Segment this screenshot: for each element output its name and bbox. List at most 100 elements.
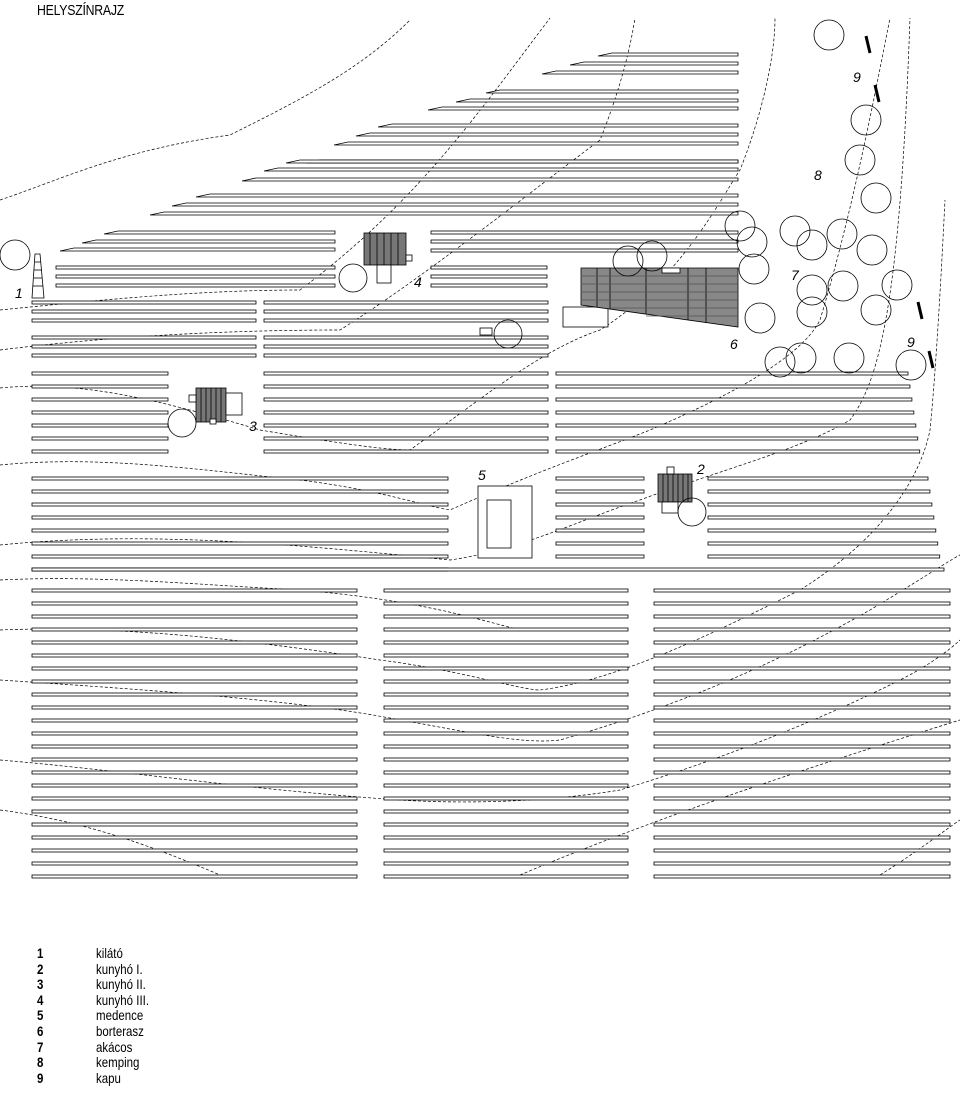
vine-row (31, 423, 169, 428)
vine-row (263, 371, 549, 376)
vine-row (383, 848, 629, 853)
vine-row (31, 489, 449, 494)
label-pool: 5 (478, 467, 486, 483)
contour-line (0, 17, 911, 561)
vine-row (653, 835, 951, 840)
vine-row (485, 89, 739, 94)
structures (0, 19, 935, 559)
tree-canopy (724, 210, 756, 242)
tree-canopy (796, 229, 828, 261)
tree-canopy (736, 226, 768, 258)
vine-row (31, 874, 358, 879)
tree-canopy (895, 349, 927, 381)
legend-label: borterasz (96, 1022, 144, 1039)
vine-row (653, 627, 951, 632)
vine-row (430, 230, 739, 235)
tree-canopy (860, 294, 892, 326)
vine-row (31, 809, 358, 814)
vine-row (707, 515, 935, 520)
vine-row (653, 861, 951, 866)
vine-row (383, 640, 629, 645)
vine-row (31, 718, 358, 723)
legend-label: kunyhó III. (96, 991, 150, 1008)
tree-canopy (636, 240, 668, 272)
label-wine-terrace: 6 (730, 336, 738, 352)
vine-row (31, 588, 358, 593)
legend-number: 5 (37, 1007, 44, 1024)
vine-row (31, 744, 358, 749)
vine-row (31, 640, 358, 645)
tree-canopy (796, 274, 828, 306)
vine-row (31, 449, 169, 454)
vine-row (377, 123, 739, 128)
vine-row (383, 614, 629, 619)
vine-row (555, 371, 909, 376)
vine-row (383, 666, 629, 671)
contour-line (0, 639, 960, 803)
vine-row (31, 861, 358, 866)
legend-number: 3 (37, 976, 44, 993)
vine-row (31, 528, 449, 533)
tree-canopy (833, 342, 865, 374)
vine-row (383, 653, 629, 658)
vine-row (31, 666, 358, 671)
legend-label: kemping (96, 1054, 140, 1071)
legend-label: kilátó (96, 945, 123, 961)
contour-line (0, 19, 411, 201)
vine-row (31, 436, 169, 441)
vine-row (707, 489, 931, 494)
vine-row (569, 61, 739, 66)
vine-row (653, 770, 951, 775)
vine-row (383, 874, 629, 879)
vine-row (263, 397, 549, 402)
hut-1 (657, 466, 707, 527)
vine-row (653, 653, 951, 658)
tree-canopy (785, 342, 817, 374)
label-hut-1: 2 (696, 461, 705, 477)
legend-label: akácos (96, 1038, 133, 1055)
outdoor-seating (479, 319, 523, 349)
vine-row (707, 502, 933, 507)
tree-canopy (826, 218, 858, 250)
vine-row (263, 167, 739, 172)
vine-row (263, 318, 549, 323)
vine-row (653, 679, 951, 684)
tree-canopy (850, 104, 882, 136)
vine-row (383, 692, 629, 697)
tree-canopy (779, 215, 811, 247)
vine-row (31, 502, 449, 507)
vine-row (103, 230, 336, 235)
vineyard-rows (31, 52, 951, 879)
vine-row (31, 300, 257, 305)
contour-line (879, 819, 960, 876)
vine-row (555, 410, 915, 415)
hut-2 (167, 387, 243, 438)
legend-number: 8 (37, 1054, 44, 1071)
vine-row (455, 98, 739, 103)
tree-canopy (764, 346, 796, 378)
vine-row (555, 397, 913, 402)
lookout-tower (0, 239, 45, 299)
vine-row (555, 528, 645, 533)
wine-terrace (562, 267, 739, 328)
contour-line (0, 17, 776, 451)
vine-row (31, 679, 358, 684)
vine-row (31, 353, 257, 358)
vine-row (383, 601, 629, 606)
vine-row (31, 515, 449, 520)
legend-label: kunyhó II. (96, 976, 146, 993)
label-hut-2: 3 (249, 418, 257, 434)
vine-row (383, 835, 629, 840)
vine-row (653, 796, 951, 801)
vine-row (285, 159, 739, 164)
legend-number: 2 (37, 960, 44, 977)
vine-row (430, 274, 548, 279)
vine-row (263, 384, 549, 389)
vine-row (31, 653, 358, 658)
vine-row (263, 353, 549, 358)
